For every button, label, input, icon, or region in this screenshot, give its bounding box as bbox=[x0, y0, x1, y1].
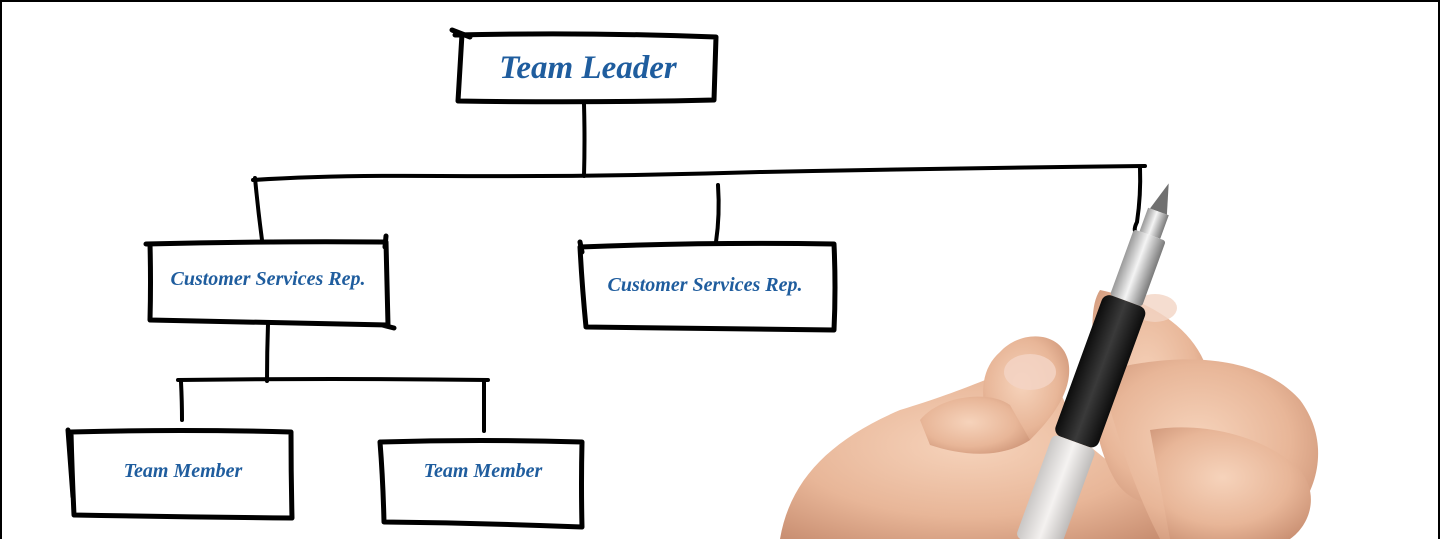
pen-icon bbox=[1017, 183, 1169, 539]
connector-leader-stem bbox=[582, 102, 587, 178]
customer-services-rep-label: Customer Services Rep. bbox=[170, 268, 366, 290]
box-csr-2 bbox=[577, 239, 838, 333]
connector-top-bar bbox=[251, 164, 1147, 182]
box-team-member-1 bbox=[65, 427, 295, 521]
customer-services-rep-label: Customer Services Rep. bbox=[607, 274, 803, 296]
team-leader-label: Team Leader bbox=[499, 50, 677, 86]
team-member-label: Team Member bbox=[123, 460, 243, 482]
connector-right-drop bbox=[1132, 166, 1143, 236]
box-team-leader bbox=[449, 27, 719, 105]
connector-csr1-stem bbox=[265, 322, 270, 383]
connector-left-drop bbox=[253, 176, 264, 242]
team-member-label: Team Member bbox=[423, 460, 543, 482]
box-team-member-2 bbox=[377, 438, 585, 530]
connector-members-bar bbox=[176, 377, 490, 382]
connector-mid-drop bbox=[714, 183, 721, 244]
connector-member1-drop bbox=[179, 380, 184, 422]
